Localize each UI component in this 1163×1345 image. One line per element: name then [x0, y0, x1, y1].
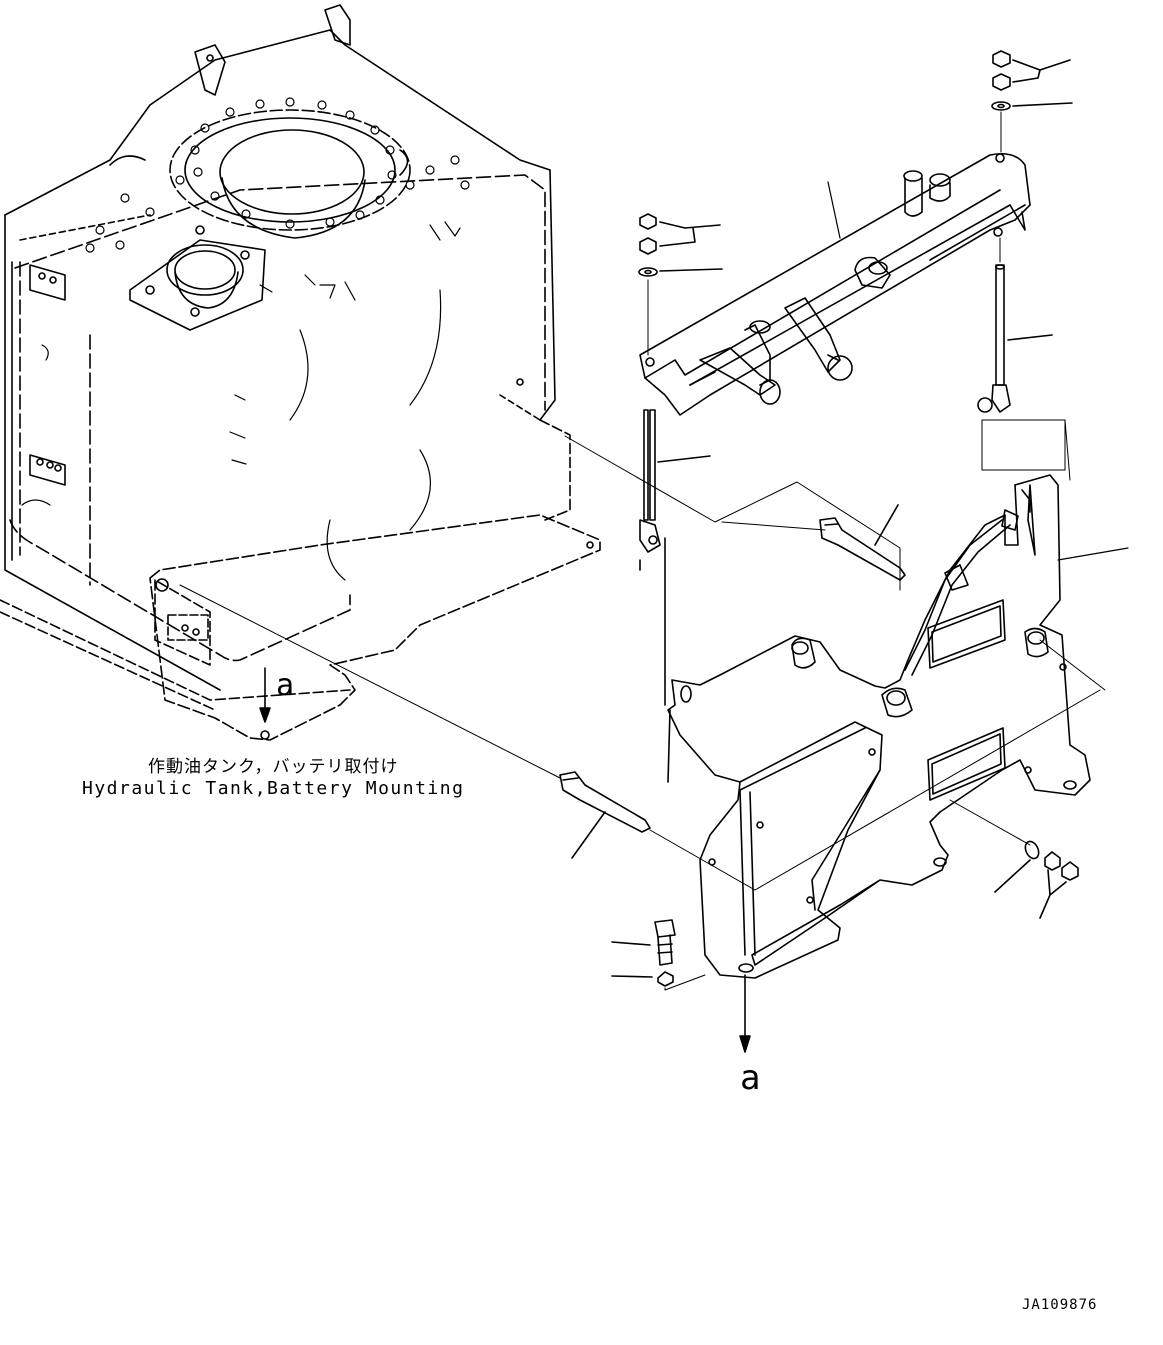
hydraulic-tank — [0, 5, 600, 740]
reference-arrow-left — [260, 668, 270, 722]
nut-washer-upper-left — [639, 214, 722, 276]
bolt-washer-lower-left — [612, 920, 705, 990]
reference-mark-bottom: a — [740, 1058, 761, 1098]
hook-rod-left — [640, 410, 710, 705]
battery-hold-bar — [640, 154, 1030, 415]
hook-rod-right — [978, 265, 1052, 412]
nut-washer-lower-right — [950, 800, 1078, 918]
drawing-code: JA109876 — [1022, 1297, 1098, 1313]
flange-bolts — [86, 98, 469, 252]
battery-case — [668, 475, 1090, 1052]
caption-english: Hydraulic Tank,Battery Mounting — [82, 778, 465, 799]
connector-lines — [565, 420, 1070, 590]
leader-lines — [828, 182, 1128, 560]
assembly-lines — [648, 112, 1001, 355]
t-bolt-middle — [722, 505, 905, 580]
t-bolt-lower — [180, 585, 1105, 890]
caption-japanese: 作動油タンク，バッテリ取付け — [148, 757, 399, 777]
nut-washer-upper-right — [992, 51, 1072, 110]
reference-mark-left: a — [276, 668, 295, 703]
